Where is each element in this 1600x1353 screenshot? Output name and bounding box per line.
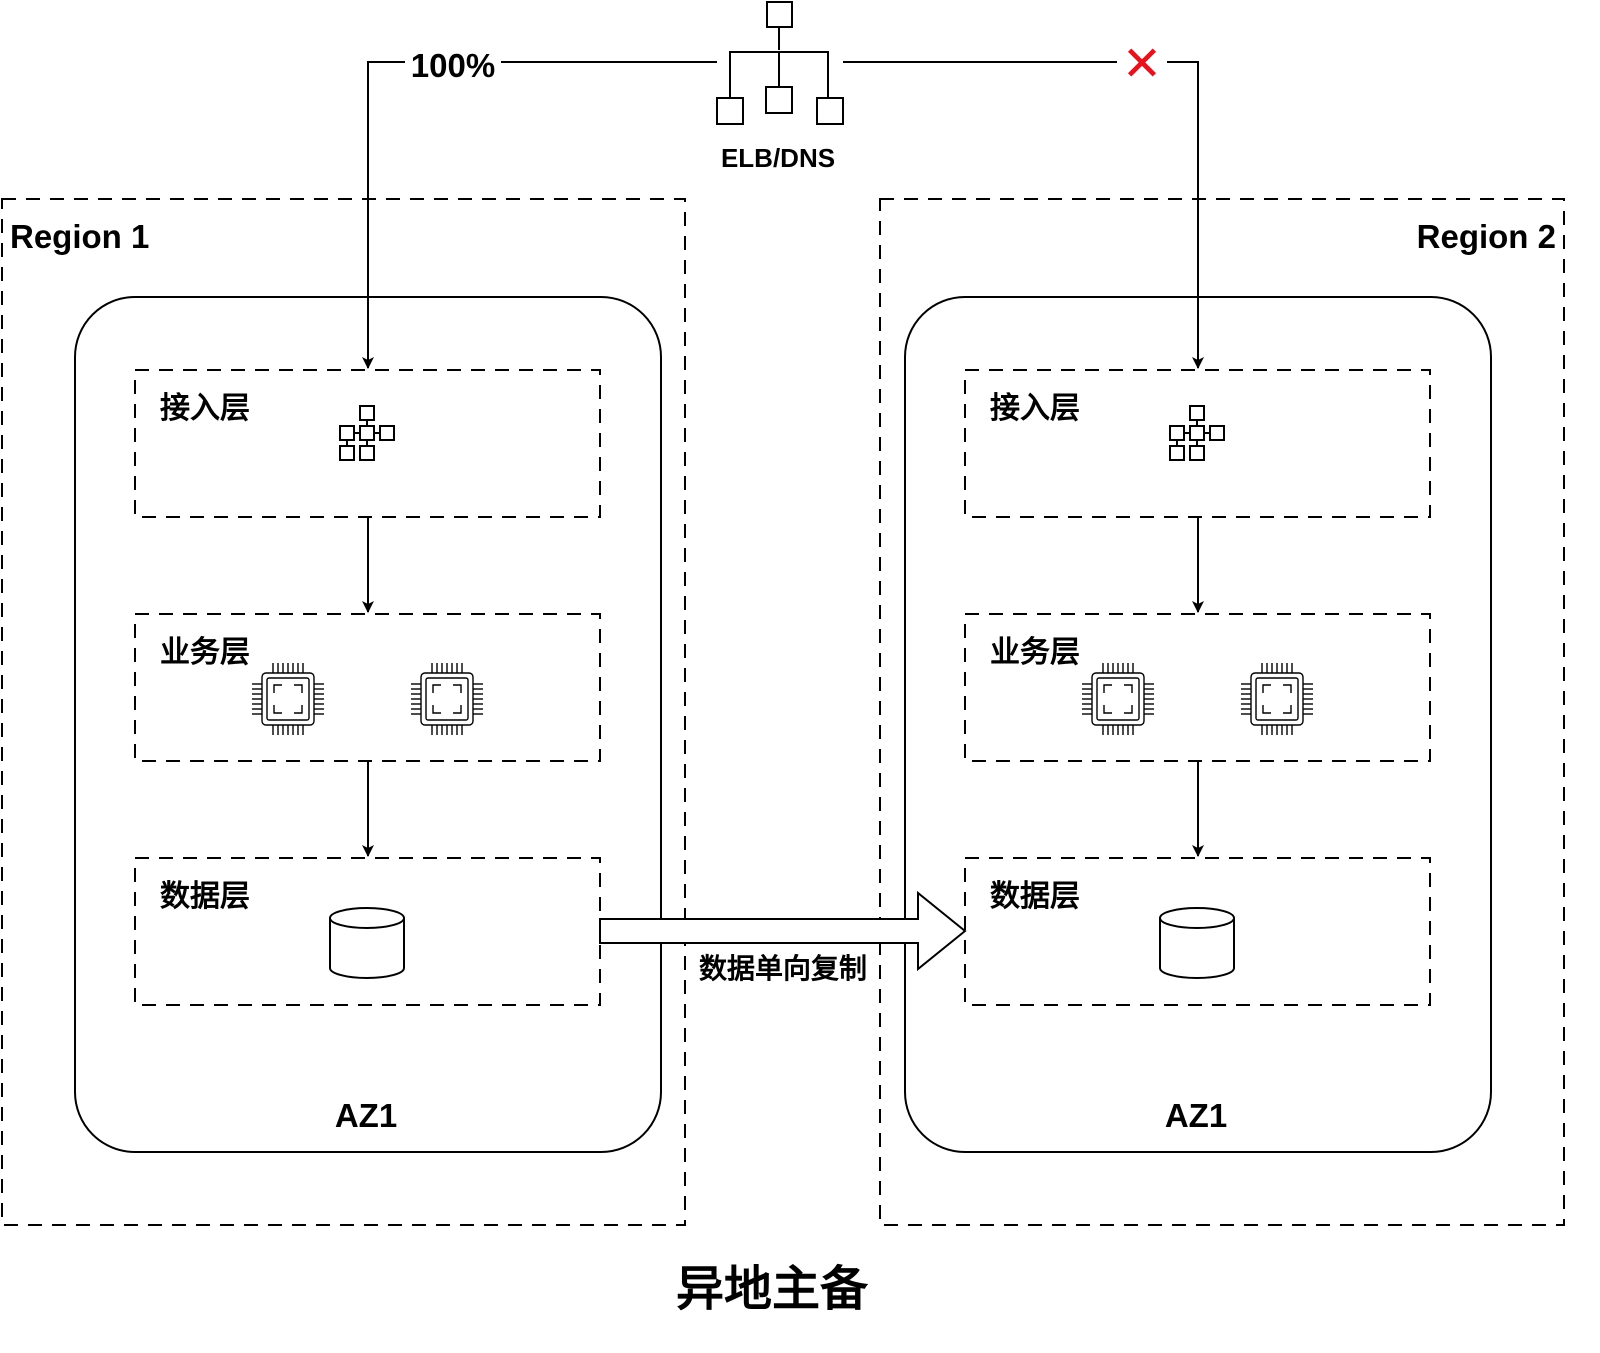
diagram-title: 异地主备 (676, 1261, 869, 1317)
access-layer-2-label: 接入层 (990, 391, 1080, 426)
data-layer-1-label: 数据层 (160, 879, 250, 914)
database-cylinder-icon (329, 907, 405, 979)
region-2: Region 2 AZ1 接入层 业务层 数据层 (879, 198, 1565, 1226)
az-2-label: AZ1 (1165, 1097, 1227, 1134)
replication-label-bg (695, 948, 871, 984)
data-layer-2 (964, 857, 1431, 1006)
region-1-border (1, 198, 686, 1226)
route-to-region-1 (362, 61, 717, 369)
cpu-chip-icon (252, 663, 324, 735)
region-2-name: Region 2 (1417, 218, 1556, 255)
traffic-label-bg (405, 46, 501, 80)
region-1: Region 1 AZ1 接入层 业务层 数据层 (1, 198, 686, 1226)
elb-dns-label: ELB/DNS (721, 143, 835, 173)
cpu-chip-icon (1082, 663, 1154, 735)
region-1-name: Region 1 (10, 218, 149, 255)
replication-label: 数据单向复制 (699, 952, 867, 985)
replication-arrow (599, 890, 967, 972)
database-cylinder-icon (1159, 907, 1235, 979)
cpu-chip-icon (1241, 663, 1313, 735)
business-layer-1-label: 业务层 (160, 635, 250, 670)
gateway-icon (339, 405, 395, 461)
route-to-region-2 (843, 61, 1204, 369)
region-2-border (879, 198, 1565, 1226)
business-layer-2-label: 业务层 (990, 635, 1080, 670)
load-balancer-icon (716, 1, 844, 125)
gateway-icon (1169, 405, 1225, 461)
blocked-marker-bg (1117, 40, 1167, 84)
data-layer-2-label: 数据层 (990, 879, 1080, 914)
access-layer-1-label: 接入层 (160, 391, 250, 426)
cpu-chip-icon (411, 663, 483, 735)
az-1-label: AZ1 (335, 1097, 397, 1134)
blocked-icon: ✕ (1122, 38, 1162, 91)
traffic-percent-label: 100% (411, 47, 495, 84)
